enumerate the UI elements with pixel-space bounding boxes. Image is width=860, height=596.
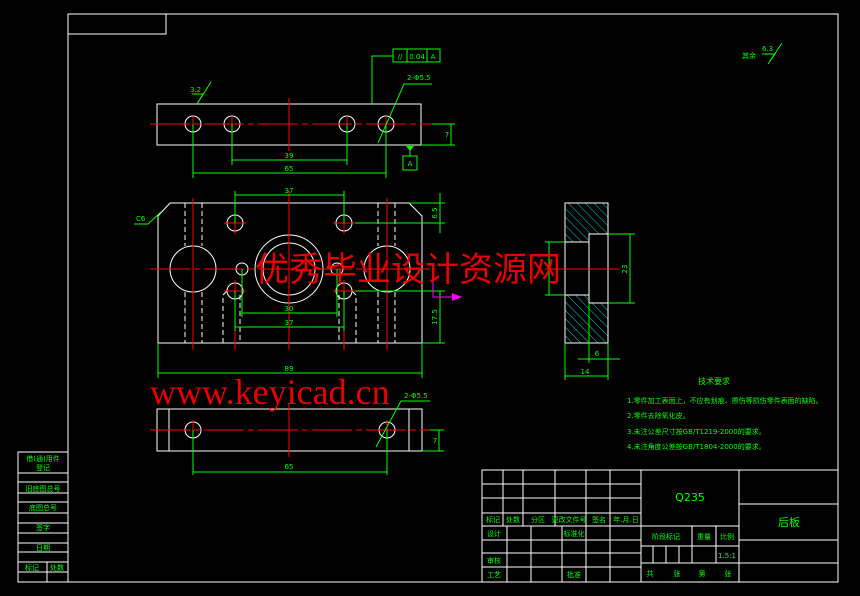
dim-23: 23 xyxy=(621,265,629,274)
watermark-text: 优秀毕业设计资源网 xyxy=(255,250,561,290)
flatness-symbol: // xyxy=(398,53,403,61)
sheet-unit: 张 xyxy=(725,569,732,578)
technical-requirements: 技术要求 1.零件加工表面上，不应有划痕、擦伤等损伤零件表面的缺陷。 2.零件去… xyxy=(627,376,823,451)
svg-text:6.3: 6.3 xyxy=(762,45,773,53)
dim-65: 65 xyxy=(285,463,294,471)
material: Q235 xyxy=(675,491,705,504)
title-block: 标记 处数 分区 更改文件号 签名 年.月.日 设计 标准化 审核 工艺 批准 … xyxy=(481,469,839,583)
flatness-tolerance: 0.04 xyxy=(409,53,425,61)
sheet-unit: 张 xyxy=(674,569,681,578)
requirement-item: 1.零件加工表面上，不应有划痕、擦伤等损伤零件表面的缺陷。 xyxy=(627,396,823,405)
sheet-number-label: 第 xyxy=(699,569,706,578)
dim-37-bottom: 37 xyxy=(285,319,294,327)
dim-14: 14 xyxy=(581,368,590,376)
sheet-total-label: 共 xyxy=(647,569,654,578)
dim-6: 6 xyxy=(595,350,600,358)
drawing-frame xyxy=(17,13,839,583)
strip-item: 日期 xyxy=(36,544,50,552)
requirement-item: 2.零件去除氧化皮。 xyxy=(627,411,690,420)
requirement-item: 4.未注角度公差按GB/T1804-2000的要求。 xyxy=(627,442,766,451)
strip-item: 旧底图总号 xyxy=(26,484,61,493)
header-date: 年.月.日 xyxy=(613,515,638,524)
left-strip: 借(通)用件 登记 旧底图总号 底图总号 签字 日期 标记 处数 xyxy=(25,454,64,572)
label-design: 设计 xyxy=(487,529,501,538)
header-zone: 分区 xyxy=(531,515,545,524)
label-stage: 阶段标记 xyxy=(652,532,680,541)
dim-7: 7 xyxy=(445,131,449,139)
label-scale: 比例 xyxy=(720,532,734,541)
requirement-item: 3.未注公差尺寸按GB/T1219-2000的要求。 xyxy=(627,427,766,436)
dim-17-5: 17.5 xyxy=(431,309,439,325)
header-count: 处数 xyxy=(506,515,520,524)
flatness-datum: A xyxy=(431,53,436,61)
hole-callout: 2-Φ5.5 xyxy=(404,392,428,400)
dim-39: 39 xyxy=(285,152,294,160)
label-standardize: 标准化 xyxy=(564,529,585,538)
section-arrow xyxy=(432,282,462,301)
datum-a: A xyxy=(408,160,413,168)
part-name: 后板 xyxy=(778,515,800,529)
strip-item: 底图总号 xyxy=(29,503,57,512)
scale-value: 1.5:1 xyxy=(718,552,736,560)
strip-item: 登记 xyxy=(36,463,50,472)
hole-callout: 2-Φ5.5 xyxy=(407,74,431,82)
label-review: 审核 xyxy=(487,556,501,565)
strip-count: 处数 xyxy=(50,563,64,572)
top-view: 3.2 2-Φ5.5 39 65 7 // 0.04 A A xyxy=(150,48,455,178)
front-view: 37 30 37 89 C6 6.5 17.5 xyxy=(134,187,462,378)
label-approve: 批准 xyxy=(567,570,581,579)
dim-7: 7 xyxy=(433,437,437,445)
label-process: 工艺 xyxy=(487,571,501,579)
requirements-title: 技术要求 xyxy=(698,376,730,386)
dim-30: 30 xyxy=(285,305,294,313)
dim-65: 65 xyxy=(285,165,294,173)
strip-item: 借(通)用件 xyxy=(26,454,59,463)
dim-6-5: 6.5 xyxy=(431,207,439,218)
dim-89: 89 xyxy=(285,365,294,373)
dim-37-top: 37 xyxy=(285,187,294,195)
side-view: 23 6 14 xyxy=(545,202,635,380)
watermark-url: www.keyicad.cn xyxy=(150,372,390,412)
header-change-doc: 更改文件号 xyxy=(552,515,587,524)
roughness-label: 3.2 xyxy=(190,86,201,94)
header-signature: 签名 xyxy=(592,515,606,524)
svg-text:其余: 其余 xyxy=(742,51,756,60)
bottom-view: 2-Φ5.5 65 7 xyxy=(150,392,444,475)
surface-finish-rest: 其余 6.3 xyxy=(742,42,783,65)
strip-mark: 标记 xyxy=(25,563,39,572)
chamfer-c6: C6 xyxy=(136,215,146,223)
header-mark: 标记 xyxy=(486,515,500,524)
strip-item: 签字 xyxy=(36,523,50,532)
label-weight: 重量 xyxy=(697,533,711,541)
